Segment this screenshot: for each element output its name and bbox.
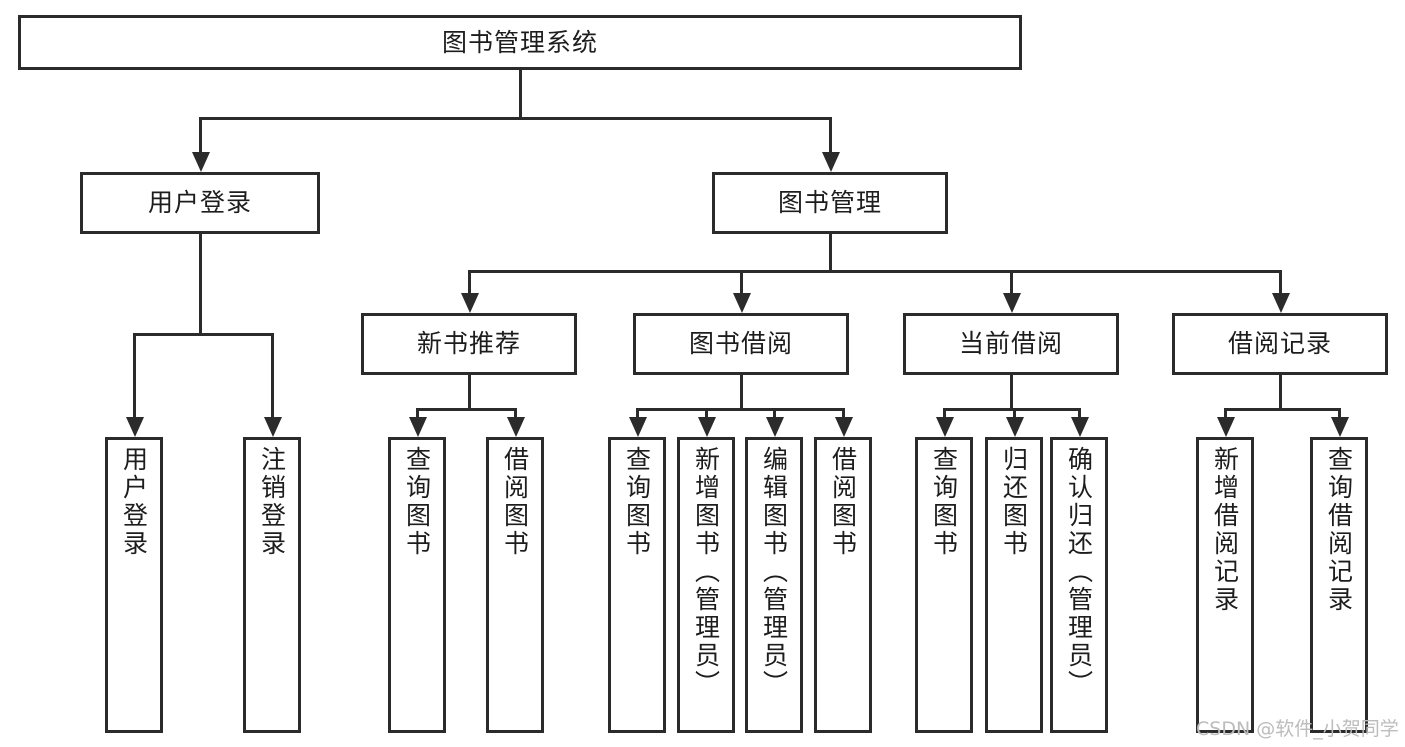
connector-vertical [636,408,639,417]
node-leaf-query-book-3[interactable]: 查询图书 [915,437,973,733]
node-leaf-edit-book-admin[interactable]: 编辑图书（管理员） [745,437,803,733]
node-label: 新增借阅记录 [1210,446,1240,614]
node-label: 查询图书 [929,446,959,558]
connector-vertical [1078,408,1081,417]
node-leaf-query-record[interactable]: 查询借阅记录 [1310,437,1368,733]
node-label: 借阅图书 [500,446,530,558]
connector-vertical [773,408,776,417]
connector-arrowhead [1005,417,1024,437]
node-label: 借阅图书 [828,446,858,558]
node-label: 新书推荐 [416,329,521,358]
connector-vertical [199,234,202,333]
connector-horizontal [943,408,1081,411]
connector-arrowhead [125,417,144,437]
connector-arrowhead [1216,417,1235,437]
node-label: 用户登录 [147,188,252,217]
node-book-management[interactable]: 图书管理 [712,172,948,234]
connector-vertical [271,333,274,417]
node-label: 查询图书 [402,446,432,558]
node-leaf-logout[interactable]: 注销登录 [243,437,301,733]
connector-vertical [1279,375,1282,408]
connector-horizontal [416,408,517,411]
connector-horizontal [636,408,845,411]
connector-arrowhead [821,152,840,172]
connector-arrowhead [697,417,716,437]
node-label: 当前借阅 [958,329,1063,358]
csdn-watermark: CSDN @软件_小贺同学 [1196,718,1399,740]
connector-vertical [199,117,202,152]
node-user-login[interactable]: 用户登录 [80,172,320,234]
node-label: 借阅记录 [1227,329,1332,358]
node-label: 注销登录 [257,446,287,558]
connector-arrowhead [765,417,784,437]
connector-vertical [1010,270,1013,293]
node-new-book-recommend[interactable]: 新书推荐 [361,313,577,375]
node-leaf-return-book[interactable]: 归还图书 [985,437,1043,733]
connector-arrowhead [834,417,853,437]
connector-arrowhead [506,417,525,437]
node-leaf-add-record[interactable]: 新增借阅记录 [1196,437,1254,733]
connector-vertical [740,375,743,408]
connector-arrowhead [732,293,751,313]
connector-vertical [829,234,832,270]
connector-arrowhead [1002,293,1021,313]
connector-vertical [740,270,743,293]
connector-horizontal [468,270,1282,273]
node-borrow-record[interactable]: 借阅记录 [1172,313,1388,375]
connector-vertical [705,408,708,417]
node-leaf-add-book-admin[interactable]: 新增图书（管理员） [677,437,735,733]
node-leaf-borrow-book-2[interactable]: 借阅图书 [814,437,872,733]
connector-vertical [519,70,522,117]
connector-vertical [416,408,419,417]
connector-vertical [468,270,471,293]
connector-vertical [1279,270,1282,293]
connector-arrowhead [935,417,954,437]
connector-vertical [1338,408,1341,417]
connector-vertical [1013,408,1016,417]
node-label: 查询图书 [622,446,652,558]
connector-horizontal [199,117,832,120]
connector-vertical [1010,375,1013,408]
connector-vertical [943,408,946,417]
connector-arrowhead [263,417,282,437]
connector-vertical [842,408,845,417]
node-leaf-confirm-return[interactable]: 确认归还（管理员） [1050,437,1108,733]
node-label: 图书管理 [777,188,882,217]
node-leaf-query-book-1[interactable]: 查询图书 [388,437,446,733]
node-label: 归还图书 [999,446,1029,558]
node-root-system[interactable]: 图书管理系统 [18,15,1022,70]
connector-arrowhead [628,417,647,437]
node-label: 确认归还（管理员） [1064,446,1094,698]
node-current-borrow[interactable]: 当前借阅 [903,313,1119,375]
node-label: 图书管理系统 [441,27,598,57]
connector-arrowhead [1330,417,1349,437]
connector-vertical [133,333,136,417]
node-label: 图书借阅 [688,329,793,358]
connector-arrowhead [408,417,427,437]
connector-arrowhead [1271,293,1290,313]
connector-vertical [1224,408,1227,417]
node-label: 编辑图书（管理员） [759,446,789,698]
connector-vertical [829,117,832,152]
node-book-borrow[interactable]: 图书借阅 [633,313,849,375]
connector-vertical [514,408,517,417]
node-label: 查询借阅记录 [1324,446,1354,614]
connector-horizontal [133,333,274,336]
node-leaf-query-book-2[interactable]: 查询图书 [608,437,666,733]
node-label: 用户登录 [119,446,149,558]
connector-arrowhead [460,293,479,313]
connector-arrowhead [191,152,210,172]
node-label: 新增图书（管理员） [691,446,721,698]
node-leaf-user-login[interactable]: 用户登录 [105,437,163,733]
connector-vertical [468,375,471,408]
node-leaf-borrow-book-1[interactable]: 借阅图书 [486,437,544,733]
connector-arrowhead [1070,417,1089,437]
connector-horizontal [1224,408,1341,411]
